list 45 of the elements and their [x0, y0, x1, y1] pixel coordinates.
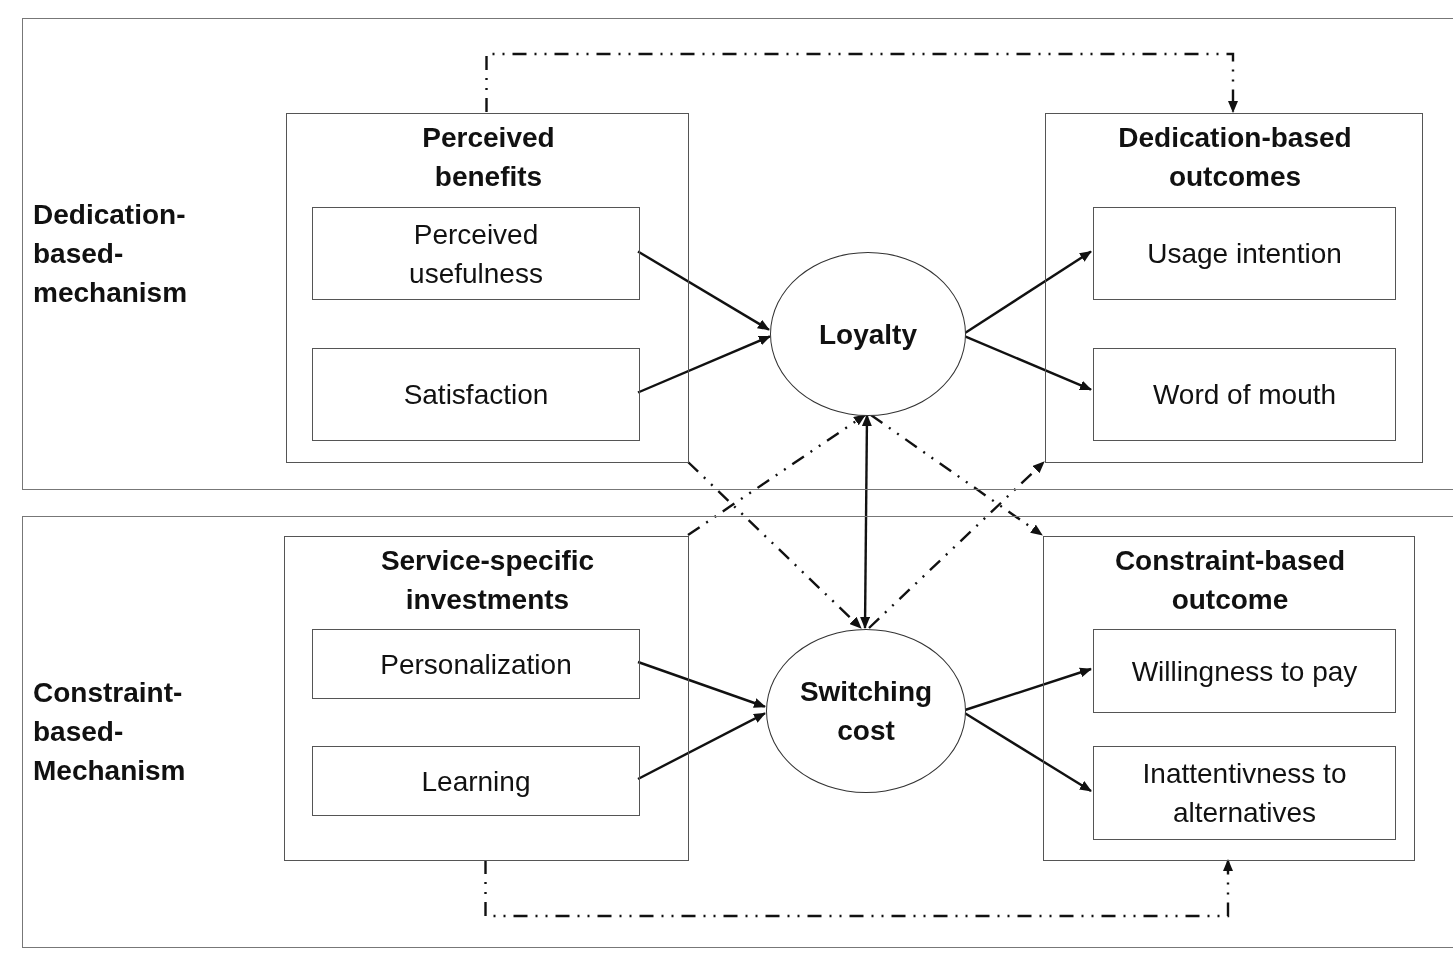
arrow — [870, 414, 1043, 536]
arrow — [637, 250, 770, 331]
band-title: Dedication-based-mechanism — [33, 198, 189, 310]
concept-label: Perceived usefulness — [408, 217, 544, 291]
arrow — [964, 667, 1092, 712]
group-title: Perceived benefits — [421, 121, 556, 194]
concept-box — [312, 348, 640, 441]
group-title: Service-specific investments — [379, 544, 596, 617]
concept-box — [312, 746, 640, 816]
arrow — [637, 660, 766, 708]
mechanism-band — [22, 18, 1453, 490]
concept-label: Personalization — [379, 647, 573, 682]
construct-label: Switching cost — [798, 675, 934, 748]
arrow — [868, 461, 1045, 629]
concept-box — [312, 629, 640, 699]
arrow — [687, 414, 866, 536]
concept-label: Inattentivness to alternatives — [1141, 757, 1348, 830]
group-box — [1043, 536, 1415, 861]
concept-label: Willingness to pay — [1130, 654, 1359, 689]
concept-box — [312, 207, 640, 300]
group-title: Constraint-based outcome — [1113, 544, 1347, 617]
arrow — [964, 712, 1092, 793]
construct-label: Loyalty — [818, 317, 918, 352]
concept-box — [1093, 629, 1396, 713]
group-box — [1045, 113, 1423, 463]
concept-box — [1093, 207, 1396, 300]
concept-label: Word of mouth — [1151, 378, 1338, 412]
concept-box — [1093, 746, 1396, 840]
arrow — [964, 335, 1092, 391]
arrow — [485, 52, 1238, 113]
arrow — [484, 859, 1233, 918]
group-box — [284, 536, 689, 861]
arrow — [964, 250, 1092, 334]
group-box — [286, 113, 689, 463]
mechanism-band — [22, 516, 1453, 948]
group-title: Dedication-based outcomes — [1117, 121, 1353, 194]
arrow — [860, 414, 872, 629]
arrow — [687, 461, 862, 629]
concept-box — [1093, 348, 1396, 441]
arrow — [637, 335, 771, 394]
concept-label: Satisfaction — [402, 378, 550, 412]
concept-label: Usage intention — [1146, 237, 1343, 271]
band-title: Constraint-based-Mechanism — [33, 676, 187, 788]
arrow — [637, 712, 766, 781]
concept-label: Learning — [420, 764, 532, 799]
